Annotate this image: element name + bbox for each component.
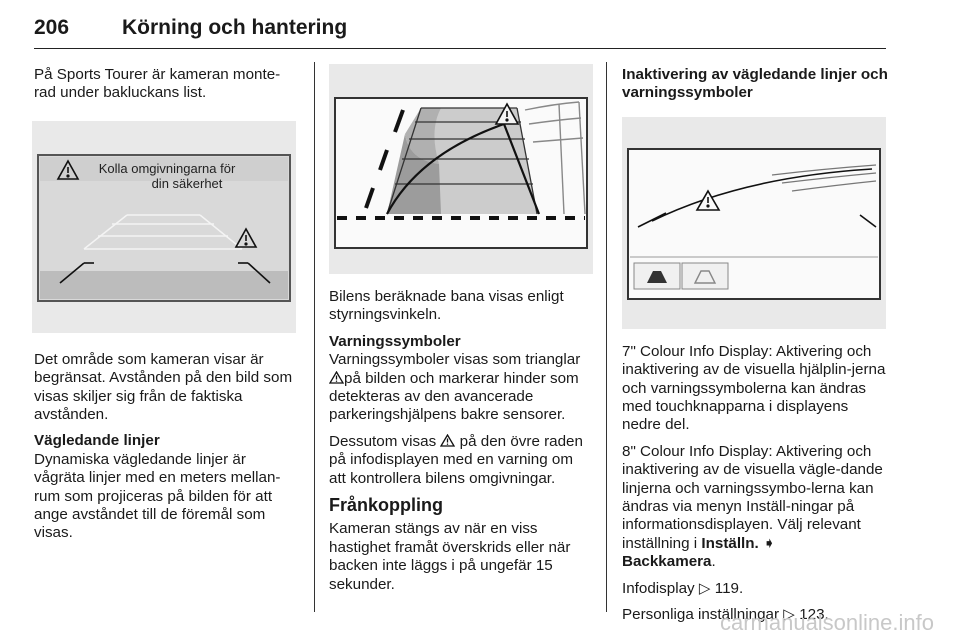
column-divider-1	[314, 62, 315, 612]
guide-lines	[83, 214, 243, 250]
warning-icon	[234, 227, 258, 248]
page-header: 206 Körning och hantering	[34, 14, 886, 49]
heading-warning-symbols: Varningssymboler	[329, 332, 461, 350]
warning-icon	[695, 189, 721, 211]
heading-disconnection: Frånkoppling	[329, 495, 443, 516]
display-buttons-figure	[622, 116, 886, 329]
paragraph-7in-display: 7" Colour Info Display: Aktivering och i…	[622, 342, 886, 434]
reference-personal-settings: Personliga inställningar ▷ 123.	[622, 606, 829, 624]
column-3: Inaktivering av vägledande linjer och va…	[622, 66, 888, 633]
warning-triangle-icon	[329, 370, 344, 384]
page-title: Körning och hantering	[122, 16, 348, 39]
camera-display-illustration: Kolla omgivningarna för din säkerhet	[32, 120, 296, 333]
warning-symbols-button-icon	[693, 270, 717, 284]
column-2: Bilens beräknade bana visas enligt styrn…	[329, 64, 593, 602]
trajectory-illustration	[329, 64, 593, 274]
arrow-right-icon: ➧	[763, 534, 776, 552]
watermark: carmanualsonline.info	[719, 610, 934, 635]
warning-triangle-icon	[440, 433, 456, 447]
column-1: På Sports Tourer är kameran monte-rad un…	[32, 66, 296, 551]
figure-message-line1: Kolla omgivningarna för	[99, 161, 236, 176]
reference-arrow-icon: ▷	[698, 579, 711, 597]
column-divider-2	[606, 62, 607, 612]
paragraph-trajectory: Bilens beräknade bana visas enligt styrn…	[329, 288, 564, 324]
paragraph-disconnection: Kameran stängs av när en viss hastighet …	[329, 520, 571, 593]
intro-text: På Sports Tourer är kameran monte-rad un…	[34, 66, 281, 102]
figure-message-line2: din säkerhet	[152, 176, 223, 191]
reference-arrow-icon: ▷	[783, 606, 795, 624]
paragraph-8in-display: 8" Colour Info Display: Aktivering och i…	[622, 442, 883, 571]
trajectory-figure	[329, 64, 593, 274]
display-buttons-illustration	[622, 116, 886, 329]
paragraph-guide-lines: Dynamiska vägledande linjer är vågräta l…	[34, 450, 281, 542]
paragraph-info-display-warning: Dessutom visas på den övre raden på info…	[329, 432, 583, 487]
heading-guide-lines: Vägledande linjer	[34, 432, 160, 450]
warning-symbols-toggle-button	[681, 262, 729, 290]
heading-deactivation: Inaktivering av vägledande linjer och va…	[622, 66, 888, 102]
page-number: 206	[34, 16, 70, 39]
reference-infodisplay: Infodisplay ▷ 119.	[622, 579, 744, 597]
camera-display-figure: Kolla omgivningarna för din säkerhet	[32, 120, 296, 333]
warning-icon	[494, 102, 520, 125]
warning-icon	[56, 159, 80, 180]
paragraph-warning-symbols: Varningssymboler visas som trianglar på …	[329, 351, 581, 424]
guide-lines-button-icon	[647, 270, 667, 283]
paragraph-camera-area: Det område som kameran visar är begränsa…	[34, 350, 293, 424]
